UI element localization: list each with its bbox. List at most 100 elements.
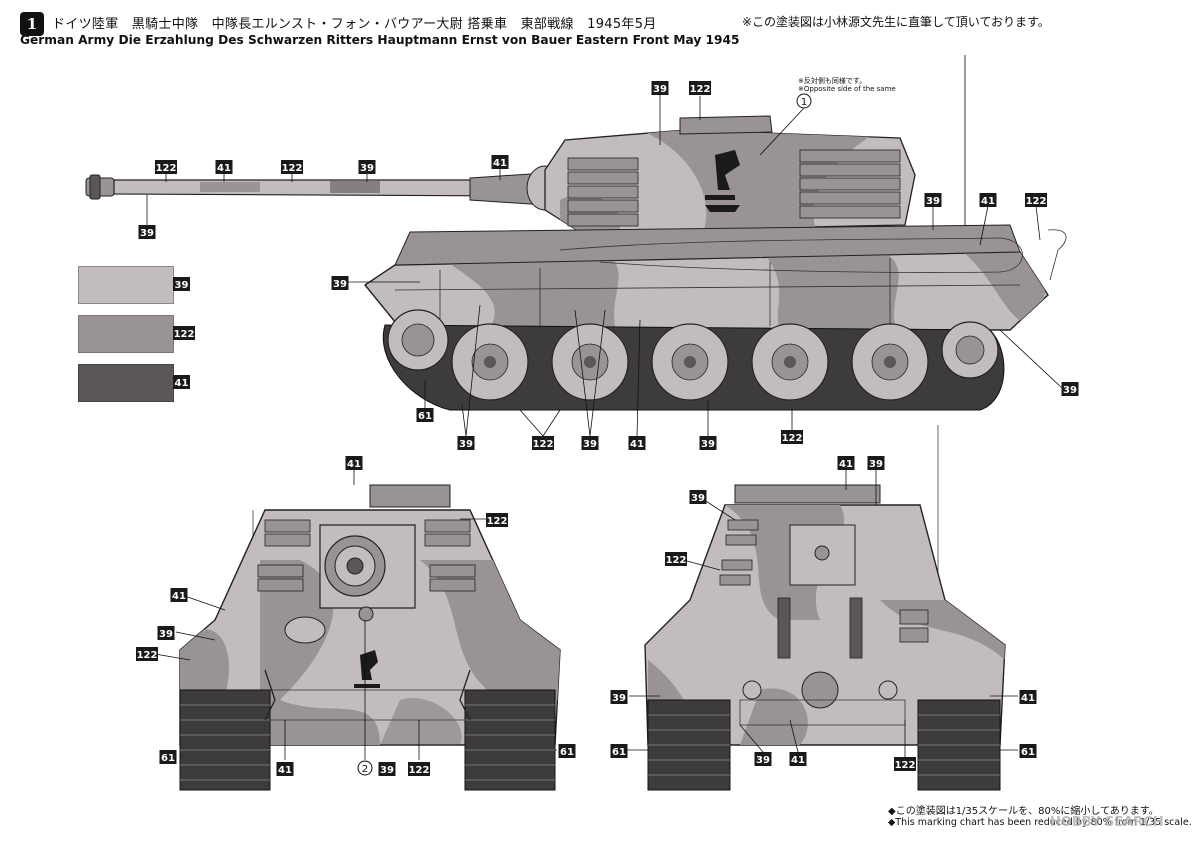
black-knight-emblem xyxy=(705,150,740,212)
callout-tag-122: 122 xyxy=(136,647,158,661)
marker-2: 2 xyxy=(357,760,373,776)
marker-2-label: 2 xyxy=(362,764,368,775)
callout-tag-label: 39 xyxy=(612,693,626,704)
callout-tag-61: 61 xyxy=(416,408,434,422)
front-view xyxy=(179,484,561,791)
callout-tag-39: 39 xyxy=(1061,382,1079,396)
callout-tag-box xyxy=(457,436,475,450)
callout-tag-box xyxy=(532,436,554,450)
callout-tag-61: 61 xyxy=(558,744,576,758)
callout-tag-39: 39 xyxy=(581,436,599,450)
callout-tag-label: 39 xyxy=(1063,385,1077,396)
callout-tag-box xyxy=(894,757,916,771)
callout-tag-39: 39 xyxy=(651,81,669,95)
callout-tag-box xyxy=(491,155,509,169)
callout-tag-41: 41 xyxy=(345,456,363,470)
legend-swatch-39 xyxy=(78,266,174,304)
callout-tag-label: 122 xyxy=(666,555,687,566)
leader-lines xyxy=(146,94,1063,760)
callout-tag-39: 39 xyxy=(699,436,717,450)
callout-tag-39: 39 xyxy=(157,626,175,640)
callout-tag-41: 41 xyxy=(276,762,294,776)
callout-tag-41: 41 xyxy=(215,160,233,174)
callout-tag-122: 122 xyxy=(1025,193,1047,207)
callout-tag-box xyxy=(699,436,717,450)
callout-tag-box xyxy=(665,552,687,566)
callout-tag-122: 122 xyxy=(665,552,687,566)
callout-tag-label: 41 xyxy=(493,158,507,169)
callout-tag-box xyxy=(281,160,303,174)
callout-tag-41: 41 xyxy=(979,193,997,207)
callout-tag-label: 122 xyxy=(409,765,430,776)
callout-tag-39: 39 xyxy=(867,456,885,470)
callout-tag-label: 39 xyxy=(691,493,705,504)
callout-tag-box xyxy=(170,588,188,602)
legend-code-122: 122 xyxy=(174,329,195,340)
callout-tag-box xyxy=(628,436,646,450)
callout-tag-label: 39 xyxy=(701,439,715,450)
callout-tag-39: 39 xyxy=(754,752,772,766)
callout-tag-box xyxy=(276,762,294,776)
callout-tag-box xyxy=(837,456,855,470)
callout-tag-label: 122 xyxy=(137,650,158,661)
callout-tag-box xyxy=(754,752,772,766)
callout-tag-box xyxy=(789,752,807,766)
hull-side xyxy=(363,224,1067,331)
callout-tag-box xyxy=(558,744,576,758)
page-number-badge: 1 xyxy=(20,12,44,36)
callout-tag-39: 39 xyxy=(689,490,707,504)
callout-tag-label: 122 xyxy=(156,163,177,174)
callout-tag-39: 39 xyxy=(138,225,156,239)
note-opposite-jp: ※反対側も同様です。 xyxy=(798,77,867,85)
running-gear xyxy=(382,309,1005,411)
callout-tag-label: 122 xyxy=(1026,196,1047,207)
footer-note-en: ◆This marking chart has been reduced by … xyxy=(888,817,1192,828)
callout-tag-label: 41 xyxy=(981,196,995,207)
callout-tag-box xyxy=(1061,382,1079,396)
callout-tag-label: 39 xyxy=(360,163,374,174)
callout-tag-label: 122 xyxy=(895,760,916,771)
callout-tag-box xyxy=(867,456,885,470)
watermark: HOBBY SEARCH xyxy=(1050,815,1164,830)
callout-tag-box xyxy=(345,456,363,470)
callout-tag-39: 39 xyxy=(331,276,349,290)
color-callouts: 122 41 122 39 39 41 39 122 39 41 122 39 39 61 39 122 39 4… xyxy=(136,81,1079,776)
rear-view xyxy=(644,425,1006,791)
callout-tag-box xyxy=(689,81,711,95)
marker-1-label: 1 xyxy=(801,97,807,108)
callout-tag-122: 122 xyxy=(689,81,711,95)
legend-codes: 39 122 41 xyxy=(173,277,195,389)
callout-tag-label: 41 xyxy=(791,755,805,766)
title-japanese: ドイツ陸軍 黒騎士中隊 中隊長エルンスト・フォン・バウアー大尉 搭乗車 東部戦線… xyxy=(52,17,657,32)
callout-tag-61: 61 xyxy=(159,750,177,764)
callout-tag-61: 61 xyxy=(1019,744,1037,758)
callout-tag-box xyxy=(1019,690,1037,704)
callout-tag-122: 122 xyxy=(281,160,303,174)
callout-tag-label: 41 xyxy=(172,591,186,602)
callout-tag-label: 41 xyxy=(630,439,644,450)
side-view xyxy=(85,55,1067,411)
callout-tag-label: 39 xyxy=(380,765,394,776)
callout-tag-box xyxy=(138,225,156,239)
callout-tag-label: 61 xyxy=(560,747,574,758)
callout-tag-label: 39 xyxy=(333,279,347,290)
callout-tag-box xyxy=(1019,744,1037,758)
legend-code-41: 41 xyxy=(175,378,189,389)
callout-tag-box xyxy=(157,626,175,640)
callout-tag-box xyxy=(331,276,349,290)
callout-tag-label: 39 xyxy=(140,228,154,239)
callout-tag-39: 39 xyxy=(457,436,475,450)
callout-tag-box xyxy=(408,762,430,776)
callout-tag-label: 122 xyxy=(782,433,803,444)
callout-tag-label: 39 xyxy=(459,439,473,450)
callout-tag-label: 61 xyxy=(418,411,432,422)
callout-tag-41: 41 xyxy=(789,752,807,766)
legend-code-39: 39 xyxy=(175,280,189,291)
callout-tag-122: 122 xyxy=(894,757,916,771)
callout-tag-label: 39 xyxy=(653,84,667,95)
callout-tag-39: 39 xyxy=(610,690,628,704)
callout-tag-label: 61 xyxy=(1021,747,1035,758)
callout-tag-label: 41 xyxy=(217,163,231,174)
turret-side xyxy=(544,115,916,233)
title-english: German Army Die Erzahlung Des Schwarzen … xyxy=(20,33,740,47)
